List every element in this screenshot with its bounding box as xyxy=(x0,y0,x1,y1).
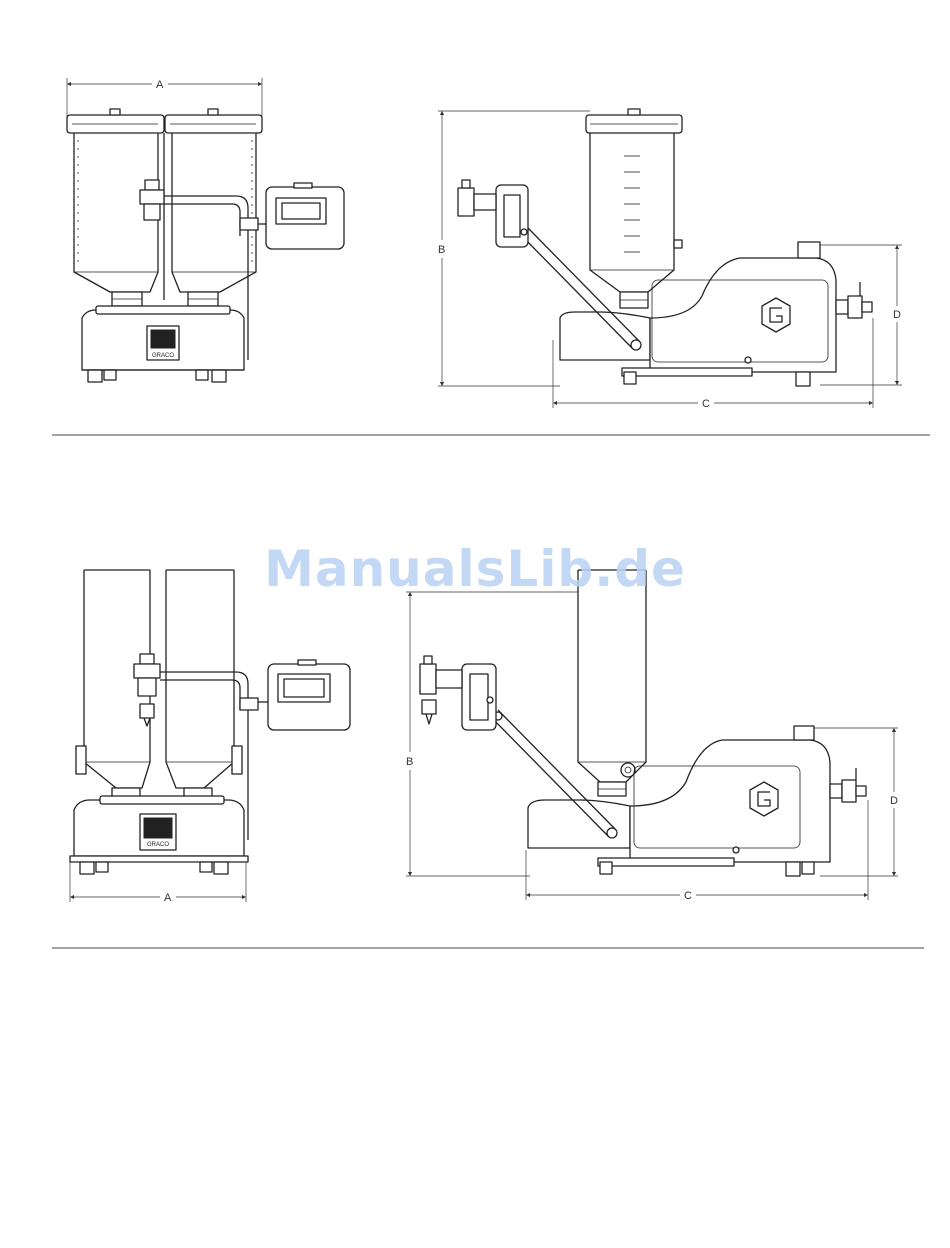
watermark: ManualsLib.de xyxy=(0,540,950,598)
top-front-graco-logo: GRACO xyxy=(152,353,174,359)
top-side-dim-b-label: B xyxy=(438,244,445,256)
top-side-view: B D C xyxy=(438,109,902,410)
bottom-front-view: GRACO A xyxy=(70,570,350,904)
bottom-side-view: B D C xyxy=(406,570,898,902)
bottom-front-graco-logo: GRACO xyxy=(147,842,169,848)
top-side-dim-d-label: D xyxy=(893,309,901,321)
top-front-dim-a: A xyxy=(67,78,262,118)
top-front-view: A xyxy=(67,78,344,382)
bottom-side-dim-c-label: C xyxy=(684,890,692,902)
top-side-dim-c-label: C xyxy=(702,398,710,410)
top-front-dim-a-label: A xyxy=(156,79,164,91)
top-side-level-marks xyxy=(624,156,640,252)
bottom-front-dim-a-label: A xyxy=(164,892,172,904)
bottom-side-dim-d-label: D xyxy=(890,795,898,807)
bottom-side-dim-b-label: B xyxy=(406,756,413,768)
